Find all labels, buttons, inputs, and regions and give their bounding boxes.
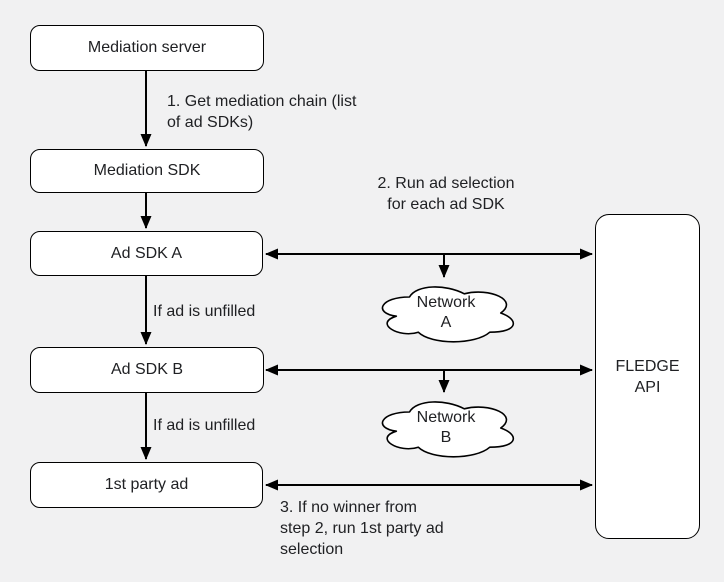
annotation-step2-line1: 2. Run ad selection	[377, 175, 515, 192]
node-mediation-server: Mediation server	[30, 25, 264, 71]
annotation-step3-line1: 3. If no winner from	[280, 499, 417, 516]
cloud-network-b-line1: Network	[416, 409, 476, 426]
node-mediation-sdk-label: Mediation SDK	[93, 162, 201, 179]
node-ad-sdk-b-label: Ad SDK B	[110, 361, 184, 378]
annotation-step3-line3: selection	[280, 541, 344, 558]
cloud-network-b-label: Network B	[373, 408, 519, 448]
node-fledge-api-label-line2: API	[634, 378, 661, 396]
node-fledge-api-label-line1: FLEDGE	[615, 357, 680, 375]
node-ad-sdk-b: Ad SDK B	[30, 347, 264, 393]
cloud-network-b-line2: B	[440, 429, 452, 446]
annotation-step2-line2: for each ad SDK	[387, 196, 505, 213]
annotation-step3: 3. If no winner from step 2, run 1st par…	[280, 497, 444, 560]
annotation-step1-line2: of ad SDKs)	[167, 114, 254, 131]
node-ad-sdk-a-label: Ad SDK A	[110, 244, 183, 262]
cloud-network-a-line2: A	[440, 314, 452, 331]
cloud-network-a-shape	[381, 286, 514, 343]
annotation-step3-line2: step 2, run 1st party ad	[280, 520, 444, 537]
node-fledge-api: FLEDGE API	[595, 214, 700, 539]
node-first-party-ad: 1st party ad	[30, 462, 263, 508]
cloud-network-a-line1: Network	[416, 294, 476, 311]
node-ad-sdk-a: Ad SDK A	[30, 231, 263, 276]
node-mediation-server-label: Mediation server	[87, 39, 207, 56]
annotation-unfilled-a: If ad is unfilled	[153, 303, 256, 320]
annotation-step1-line1: 1. Get mediation chain (list	[167, 93, 357, 110]
annotation-unfilled-b: If ad is unfilled	[153, 417, 256, 434]
cloud-network-a-label: Network A	[373, 293, 519, 333]
cloud-network-b-shape	[381, 401, 514, 458]
node-first-party-ad-label: 1st party ad	[104, 476, 189, 493]
node-mediation-sdk: Mediation SDK	[30, 149, 264, 193]
annotation-step2: 2. Run ad selection for each ad SDK	[361, 173, 531, 215]
annotation-step1: 1. Get mediation chain (list of ad SDKs)	[167, 91, 356, 133]
